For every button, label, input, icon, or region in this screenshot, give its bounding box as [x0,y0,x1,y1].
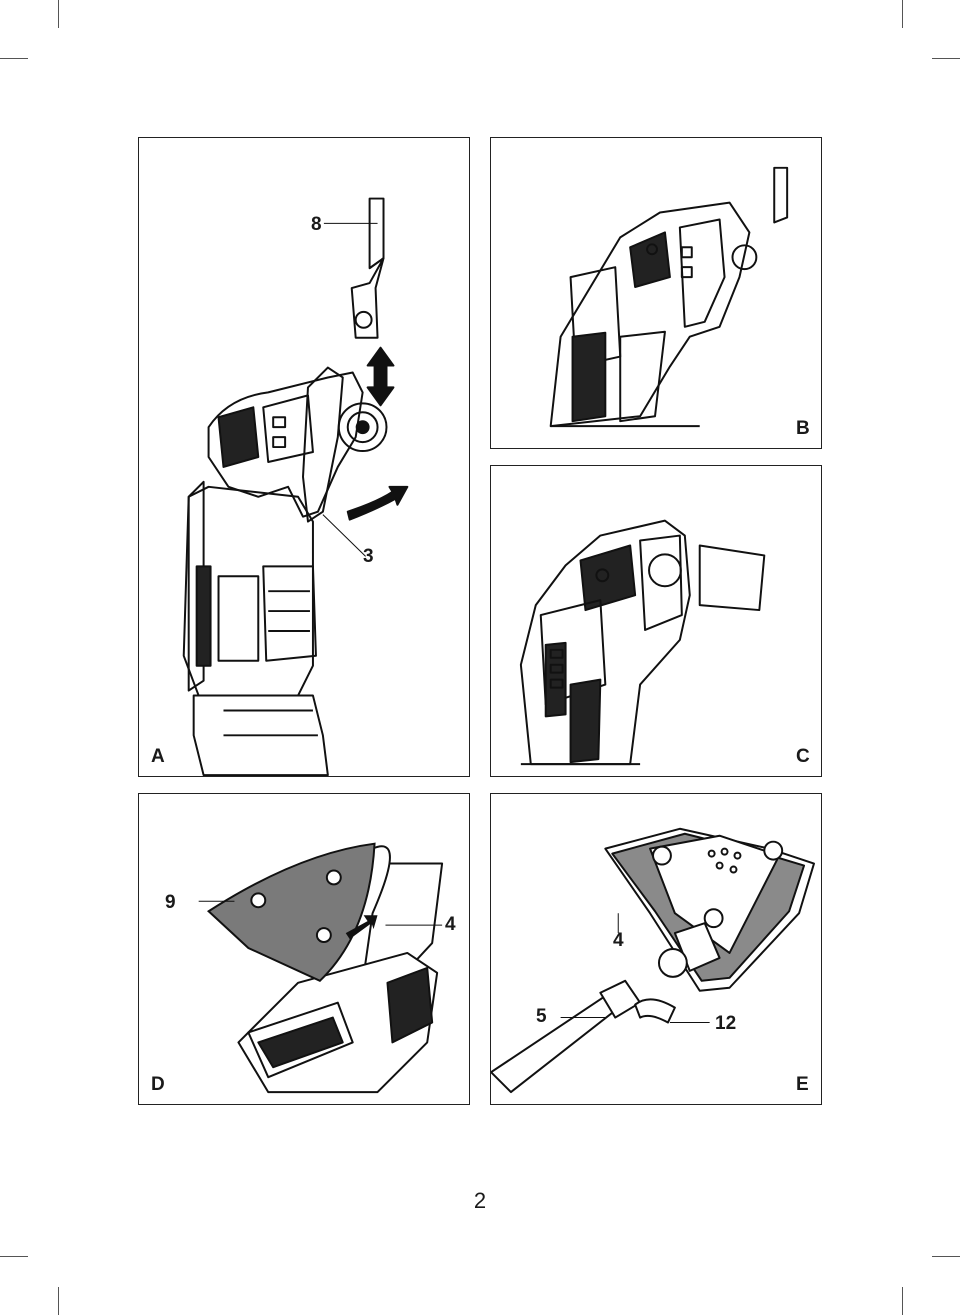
crop-mark [902,0,903,28]
callout-lever: 3 [363,546,374,567]
panel-letter-d: D [151,1074,165,1095]
sanding-sheet-attachment-illustration [198,842,444,1094]
callout-clip: 12 [715,1013,737,1034]
crop-mark [0,58,28,59]
figure-panel-b: B [490,137,822,449]
figure-panel-c: C [490,465,822,777]
crop-mark [932,1256,960,1257]
multitool-blade-locked-illustration [549,166,789,428]
callout-dust-adapter: 4 [613,930,624,951]
panel-letter-b: B [796,418,810,439]
crop-mark [58,0,59,28]
figure-panel-e: 4 5 12 E [490,793,822,1105]
callout-sanding-sheet: 9 [165,892,176,913]
crop-mark [902,1287,903,1315]
callout-blade: 8 [311,214,322,235]
multitool-blade-insertion-illustration [182,197,409,776]
callout-hose: 5 [536,1006,547,1027]
crop-mark [0,1256,28,1257]
figure-panel-a: 8 3 A [138,137,470,777]
multitool-blade-angled-illustration [519,519,766,766]
panel-letter-e: E [796,1074,809,1095]
figure-panel-d: 9 4 D [138,793,470,1105]
page-number: 2 [473,1188,487,1213]
crop-mark [932,58,960,59]
dust-extraction-adapter-illustration [491,827,815,1094]
callout-sanding-pad: 4 [445,914,456,935]
panel-letter-c: C [796,746,810,767]
panel-letter-a: A [151,746,165,767]
crop-mark [58,1287,59,1315]
